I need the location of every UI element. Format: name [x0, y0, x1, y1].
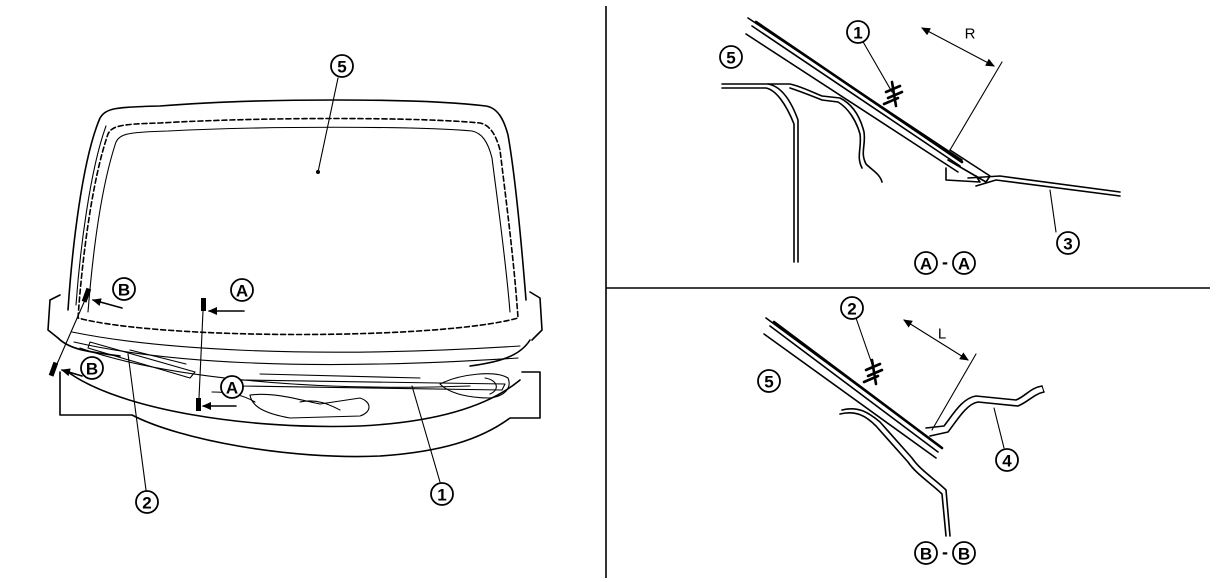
section-b-cutline [48, 287, 123, 377]
svg-text:B: B [86, 360, 98, 379]
callout-section-b-top: B [112, 277, 136, 301]
svg-text:B: B [958, 545, 970, 564]
svg-text:4: 4 [1002, 452, 1012, 471]
callout-molding-2-left: 2 [135, 490, 159, 514]
section-b-b-view [763, 317, 1045, 537]
svg-text:5: 5 [764, 373, 773, 392]
callout-section-a-bottom: A [220, 375, 244, 399]
dimension-l-label: L [938, 326, 946, 343]
svg-text:1: 1 [437, 486, 446, 505]
svg-text:3: 3 [1063, 235, 1072, 254]
svg-text:5: 5 [337, 58, 346, 77]
clip-icon [862, 358, 884, 386]
section-a-cutline [196, 298, 245, 411]
svg-text:1: 1 [853, 24, 862, 43]
section-a-a-title: A - A [914, 251, 976, 275]
svg-text:A: A [958, 255, 970, 274]
windshield-glass-edge [77, 117, 519, 336]
callout-molding-2-b: 2 [840, 296, 864, 320]
callout-windshield-left: 5 [330, 54, 354, 78]
svg-text:B: B [920, 545, 932, 564]
svg-text:A: A [920, 255, 932, 274]
svg-text:A: A [236, 282, 248, 301]
callout-molding-1-a: 1 [846, 20, 870, 44]
svg-text:A: A [226, 379, 238, 398]
svg-text:B: B [118, 281, 130, 300]
section-b-b-title: B - B [914, 541, 976, 565]
svg-text:2: 2 [847, 300, 856, 319]
clip-icon [882, 80, 904, 108]
svg-text:-: - [942, 252, 948, 272]
callout-windshield-b: 5 [757, 369, 781, 393]
callout-cowl-4: 4 [995, 448, 1019, 472]
callout-windshield-a: 5 [719, 45, 743, 69]
svg-text:-: - [942, 542, 948, 562]
callout-section-a-top: A [230, 278, 254, 302]
callout-molding-1-left: 1 [430, 482, 454, 506]
callout-section-b-bottom: B [80, 356, 104, 380]
dimension-r-label: R [965, 26, 976, 43]
callout-cowl-3: 3 [1056, 231, 1080, 255]
svg-text:2: 2 [142, 494, 151, 513]
svg-text:5: 5 [726, 49, 735, 68]
section-a-a-view [721, 17, 1121, 263]
